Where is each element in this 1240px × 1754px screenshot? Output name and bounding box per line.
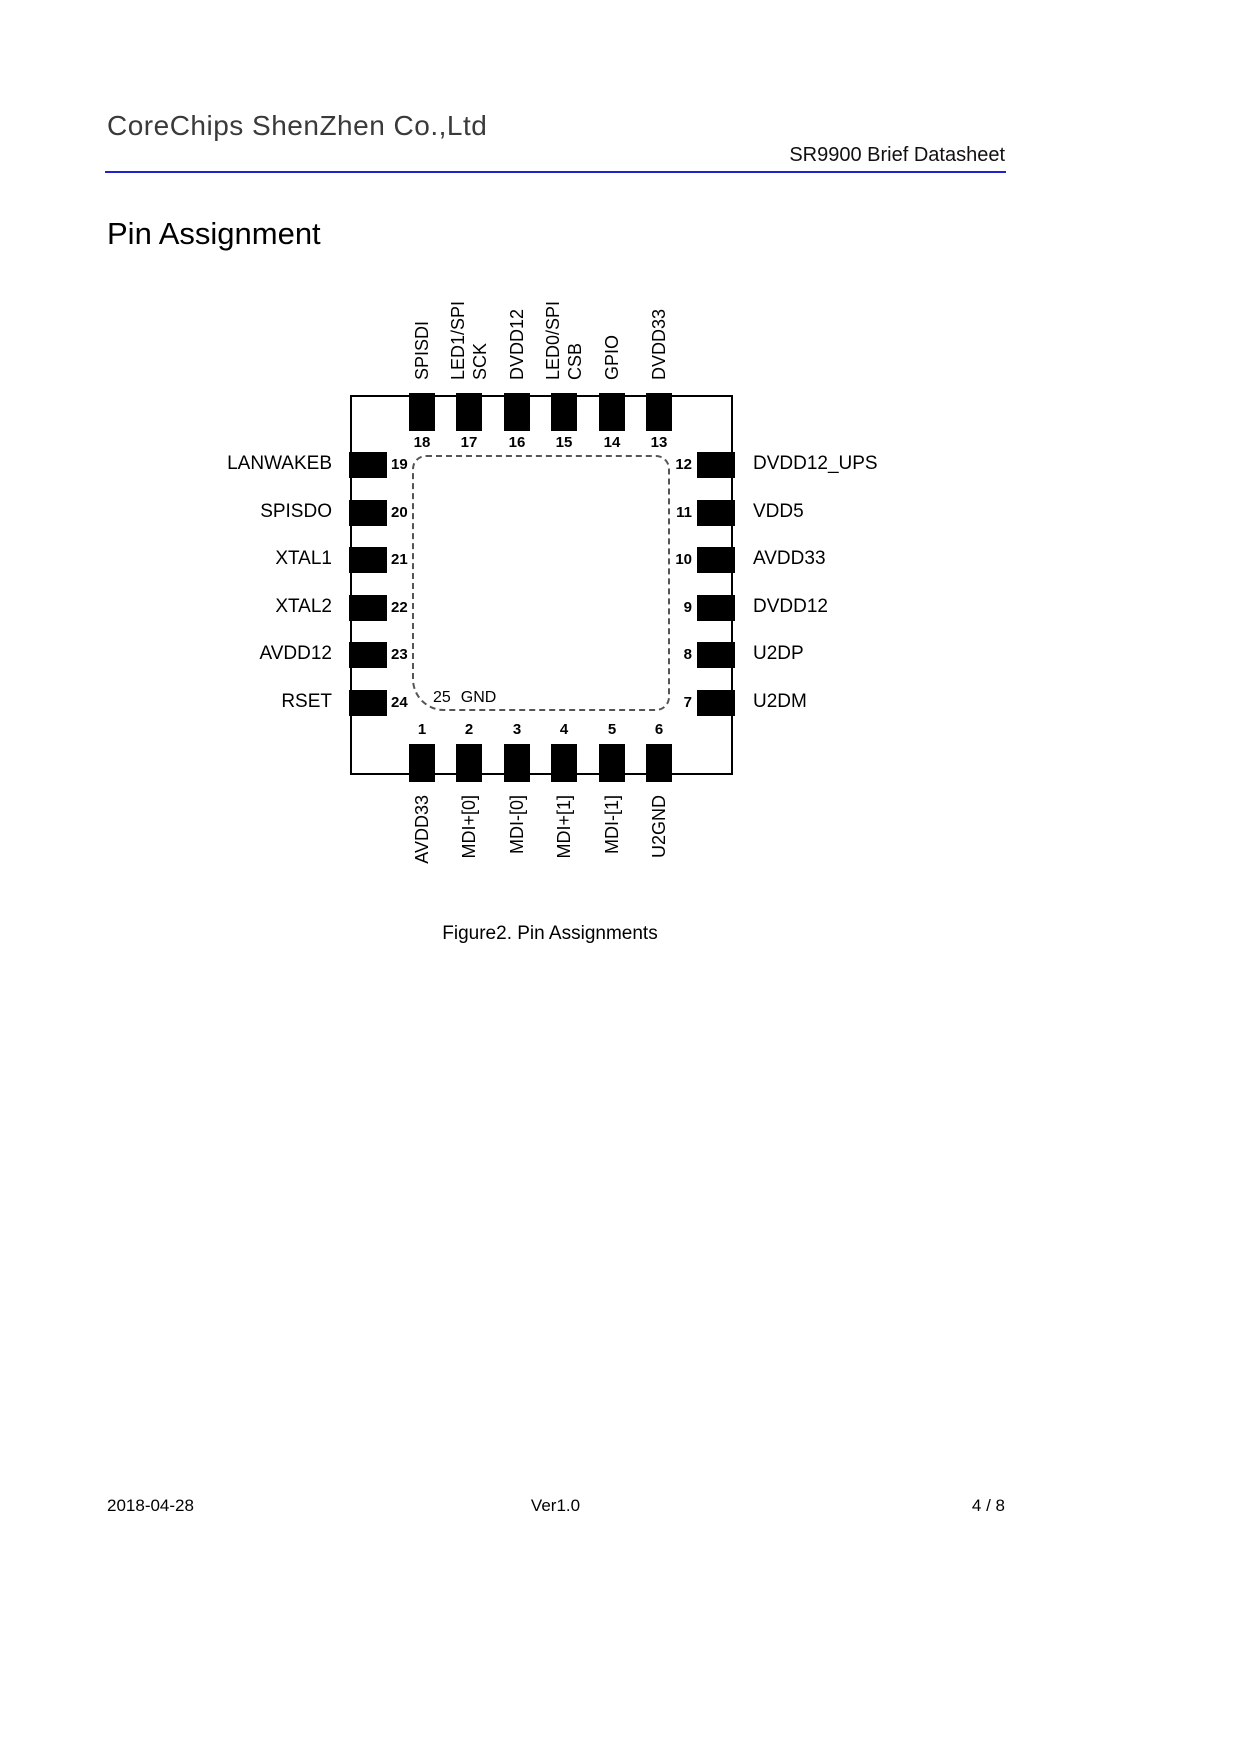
pin-label-21: XTAL1: [275, 548, 332, 569]
pin-pad-5: [599, 744, 625, 782]
pin-number-22: 22: [391, 599, 408, 616]
pin-number-2: 2: [464, 721, 474, 738]
pin-pad-9: [697, 595, 735, 621]
pin-pad-19: [349, 452, 387, 478]
pin-label-line: LED1/SPI: [448, 300, 468, 380]
pin-number-14: 14: [603, 434, 621, 451]
pin-number-8: 8: [683, 646, 692, 663]
pin-label-13: DVDD33: [648, 248, 670, 380]
pin-number-23: 23: [391, 646, 408, 663]
pin-label-line: DVDD12: [507, 308, 527, 380]
pin-label-16: DVDD12: [506, 248, 528, 380]
company-name: CoreChips ShenZhen Co.,Ltd: [107, 110, 488, 141]
pin-number-7: 7: [683, 694, 692, 711]
pin-label-line: LED0/SPI: [543, 300, 563, 380]
pin-pad-21: [349, 547, 387, 573]
pin-label-line: SPISDI: [412, 320, 432, 380]
pin-pad-13: [646, 393, 672, 431]
pin-number-21: 21: [391, 551, 408, 568]
pin-number-12: 12: [675, 456, 692, 473]
pin-pad-4: [551, 744, 577, 782]
pin-number-20: 20: [391, 504, 408, 521]
pin-number-24: 24: [391, 694, 408, 711]
pin-pad-24: [349, 690, 387, 716]
pin-pad-3: [504, 744, 530, 782]
pin-pad-15: [551, 393, 577, 431]
pin-label-22: XTAL2: [275, 596, 332, 617]
pin-label-7: U2DM: [753, 691, 807, 712]
pin-number-15: 15: [555, 434, 573, 451]
pin-pad-22: [349, 595, 387, 621]
pin-label-2: MDI+[0]: [458, 795, 480, 927]
pin-number-9: 9: [683, 599, 692, 616]
pin-pad-2: [456, 744, 482, 782]
pin-label-line: MDI-[1]: [602, 795, 622, 855]
pin-label-line: SCK: [470, 342, 490, 380]
pin-label-23: AVDD12: [259, 643, 332, 664]
pin-label-19: LANWAKEB: [227, 453, 332, 474]
center-pad-label: 25 GND: [433, 689, 496, 707]
section-title: Pin Assignment: [107, 216, 321, 251]
pin-number-18: 18: [413, 434, 431, 451]
pin-pad-11: [697, 500, 735, 526]
pin-label-1: AVDD33: [411, 795, 433, 927]
pin-label-5: MDI-[1]: [601, 795, 623, 927]
center-pad-name: GND: [460, 689, 497, 706]
pin-label-8: U2DP: [753, 643, 804, 664]
pin-number-19: 19: [391, 456, 408, 473]
pin-number-5: 5: [607, 721, 617, 738]
pin-number-16: 16: [508, 434, 526, 451]
pin-number-13: 13: [650, 434, 668, 451]
pin-pad-7: [697, 690, 735, 716]
pin-pad-16: [504, 393, 530, 431]
pin-pad-1: [409, 744, 435, 782]
pin-label-line: MDI+[1]: [554, 795, 574, 859]
pin-label-9: DVDD12: [753, 596, 828, 617]
pin-label-line: CSB: [565, 342, 585, 380]
doc-title: SR9900 Brief Datasheet: [789, 144, 1005, 166]
pin-pad-17: [456, 393, 482, 431]
pin-label-4: MDI+[1]: [553, 795, 575, 927]
pin-label-10: AVDD33: [753, 548, 826, 569]
pin-label-12: DVDD12_UPS: [753, 453, 878, 474]
pin-number-17: 17: [460, 434, 478, 451]
footer-date: 2018-04-28: [107, 1496, 194, 1515]
pin-label-line: GPIO: [602, 334, 622, 380]
chip-inner-outline: [412, 455, 670, 711]
pin-label-line: AVDD33: [412, 795, 432, 864]
pin-number-3: 3: [512, 721, 522, 738]
pin-pad-6: [646, 744, 672, 782]
pin-label-line: MDI+[0]: [459, 795, 479, 859]
pin-pad-10: [697, 547, 735, 573]
center-pad-number: 25: [433, 689, 451, 706]
pin-number-4: 4: [559, 721, 569, 738]
pin-label-18: SPISDI: [411, 248, 433, 380]
pin-label-24: RSET: [281, 691, 332, 712]
pin-pad-23: [349, 642, 387, 668]
pin-label-11: VDD5: [753, 501, 804, 522]
pin-label-line: MDI-[0]: [507, 795, 527, 855]
pin-number-11: 11: [676, 504, 692, 521]
pin-pad-14: [599, 393, 625, 431]
pin-label-3: MDI-[0]: [506, 795, 528, 927]
pin-number-6: 6: [654, 721, 664, 738]
pin-number-10: 10: [675, 551, 692, 568]
figure-caption: Figure2. Pin Assignments: [442, 923, 658, 944]
pin-number-1: 1: [417, 721, 427, 738]
pin-label-line: DVDD33: [649, 308, 669, 380]
pin-pad-18: [409, 393, 435, 431]
pin-label-line: U2GND: [649, 795, 669, 859]
pin-label-6: U2GND: [648, 795, 670, 927]
pin-label-20: SPISDO: [260, 501, 332, 522]
pin-label-14: GPIO: [601, 248, 623, 380]
footer-page-number: 4 / 8: [971, 1496, 1005, 1515]
footer-version: Ver1.0: [530, 1496, 581, 1515]
pin-pad-12: [697, 452, 735, 478]
header-rule: [105, 171, 1006, 173]
pin-pad-20: [349, 500, 387, 526]
pin-pad-8: [697, 642, 735, 668]
